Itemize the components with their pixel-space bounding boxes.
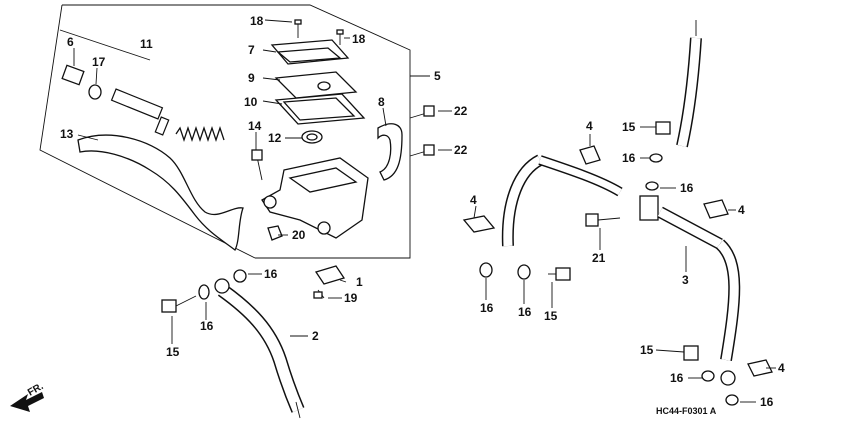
label-11: 11	[140, 37, 153, 51]
label-21: 21	[592, 251, 606, 265]
label-9: 9	[248, 71, 255, 85]
label-14: 14	[248, 119, 262, 133]
label-4-b: 4	[470, 193, 477, 207]
label-15-a: 15	[166, 345, 180, 359]
label-4-d: 4	[778, 361, 785, 375]
label-4-c: 4	[738, 203, 745, 217]
label-17: 17	[92, 55, 106, 69]
diagram-code: HC44-F0301 A	[656, 406, 717, 416]
label-4-a: 4	[586, 119, 593, 133]
label-15-b: 15	[622, 120, 636, 134]
label-6: 6	[67, 35, 74, 49]
label-16-g: 16	[670, 371, 684, 385]
label-12: 12	[268, 131, 282, 145]
right-hose-system	[462, 20, 773, 406]
label-5: 5	[434, 69, 441, 83]
diaphragm	[274, 93, 366, 125]
piston-assembly	[59, 29, 225, 143]
label-13: 13	[60, 127, 74, 141]
reservoir-cap	[270, 19, 350, 65]
label-16-f: 16	[518, 305, 532, 319]
label-22-b: 22	[454, 143, 468, 157]
label-18-b: 18	[352, 32, 366, 46]
label-16-b: 16	[200, 319, 214, 333]
label-19: 19	[344, 291, 358, 305]
label-7: 7	[248, 43, 255, 57]
left-bolt-set	[161, 269, 247, 313]
label-1: 1	[356, 275, 363, 289]
upper-hose	[214, 278, 305, 419]
label-15-d: 15	[640, 343, 654, 357]
oring-12	[301, 130, 323, 144]
cap-20	[267, 225, 283, 241]
label-15-c: 15	[544, 309, 558, 323]
label-22-a: 22	[454, 104, 468, 118]
brake-lever	[77, 134, 244, 251]
diaphragm-plate	[274, 71, 358, 99]
assembly-frame	[39, 4, 411, 259]
label-20: 20	[292, 228, 306, 242]
front-direction-arrow: FR.	[10, 381, 46, 412]
label-2: 2	[312, 329, 319, 343]
part-labels: 6 11 17 13 18 18 7 9 10 12 14 8 5 22 22 …	[60, 14, 785, 409]
stop-switch	[313, 265, 346, 299]
label-18-a: 18	[250, 14, 264, 28]
label-10: 10	[244, 95, 258, 109]
holder	[377, 123, 403, 181]
label-3: 3	[682, 273, 689, 287]
master-cylinder-body	[251, 149, 369, 239]
label-16-c: 16	[622, 151, 636, 165]
label-16-h: 16	[760, 395, 774, 409]
label-16-d: 16	[680, 181, 694, 195]
label-16-e: 16	[480, 301, 494, 315]
label-8: 8	[378, 95, 385, 109]
leader-lines	[73, 19, 776, 403]
holder-bolts	[409, 105, 435, 157]
label-16-a: 16	[264, 267, 278, 281]
